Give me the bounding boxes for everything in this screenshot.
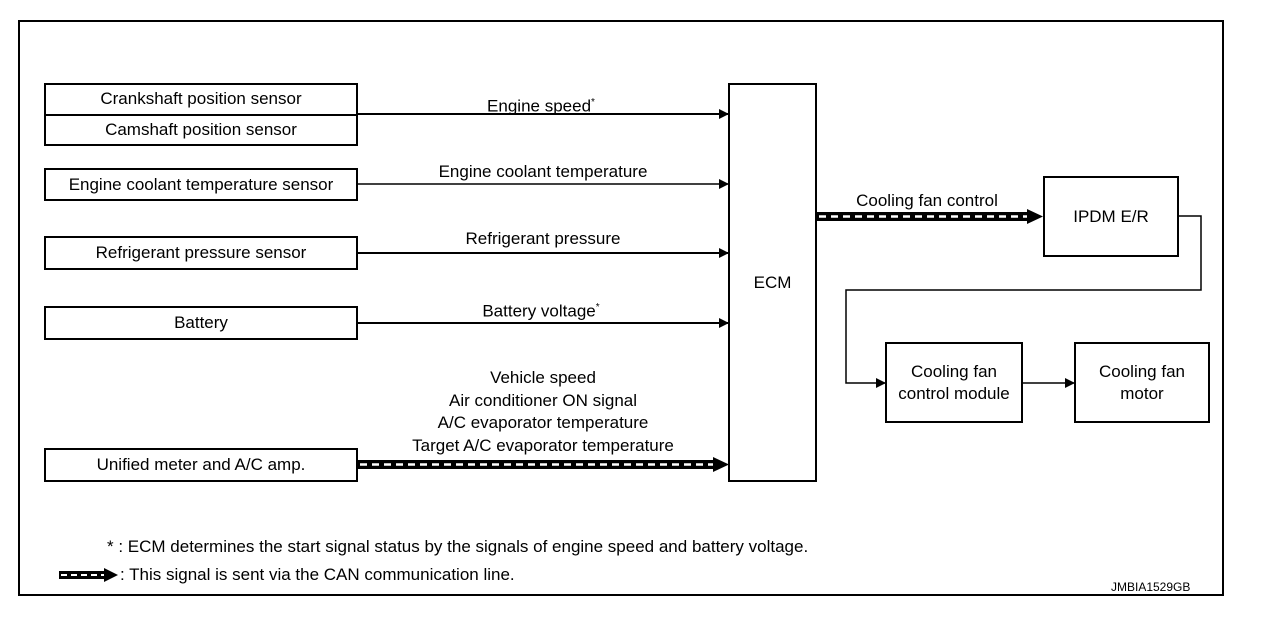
figure-code: JMBIA1529GB	[1111, 580, 1191, 594]
can-signal-item: Target A/C evaporator temperature	[412, 435, 674, 455]
can-signal-list: Vehicle speed Air conditioner ON signal …	[412, 367, 674, 457]
cooling-fan-control-label: Cooling fan control	[856, 191, 998, 210]
can-signal-item: Air conditioner ON signal	[448, 390, 638, 410]
fan-motor-line-2: motor	[1120, 383, 1164, 403]
can-note: : This signal is sent via the CAN commun…	[120, 565, 515, 584]
legend-can-symbol	[59, 568, 118, 582]
crank-cam-sensor-box: Crankshaft position sensor Camshaft posi…	[44, 83, 358, 146]
asterisk-note: * : ECM determines the start signal stat…	[107, 537, 809, 556]
battery-box: Battery	[44, 306, 358, 340]
crankshaft-sensor-label: Crankshaft position sensor	[100, 89, 302, 109]
coolant-temp-sensor-box: Engine coolant temperature sensor	[44, 168, 358, 201]
diagram-frame	[18, 20, 1224, 596]
can-line-unified-meter	[357, 457, 729, 472]
cooling-fan-motor-block: Cooling fan motor	[1074, 342, 1210, 423]
can-signal-item: Vehicle speed	[490, 368, 596, 387]
cooling-fan-control-module-block: Cooling fan control module	[885, 342, 1023, 423]
unified-meter-box: Unified meter and A/C amp.	[44, 448, 358, 482]
fan-motor-line-1: Cooling fan	[1098, 361, 1185, 381]
camshaft-sensor-label: Camshaft position sensor	[46, 113, 356, 145]
can-line-cooling-fan-control	[816, 209, 1043, 224]
ipdm-block: IPDM E/R	[1043, 176, 1179, 257]
refrigerant-pressure-label: Refrigerant pressure	[465, 229, 621, 248]
can-signal-item: A/C evaporator temperature	[437, 413, 649, 432]
fan-module-line-1: Cooling fan	[910, 361, 997, 381]
refrigerant-sensor-box: Refrigerant pressure sensor	[44, 236, 358, 270]
battery-voltage-label: Battery voltage*	[482, 301, 600, 321]
ecm-block: ECM	[728, 83, 817, 482]
fan-module-line-2: control module	[898, 383, 1010, 403]
ipdm-to-fan-module-line	[845, 215, 1202, 388]
engine-speed-label: Engine speed*	[487, 96, 595, 116]
coolant-temp-label: Engine coolant temperature	[438, 162, 648, 181]
